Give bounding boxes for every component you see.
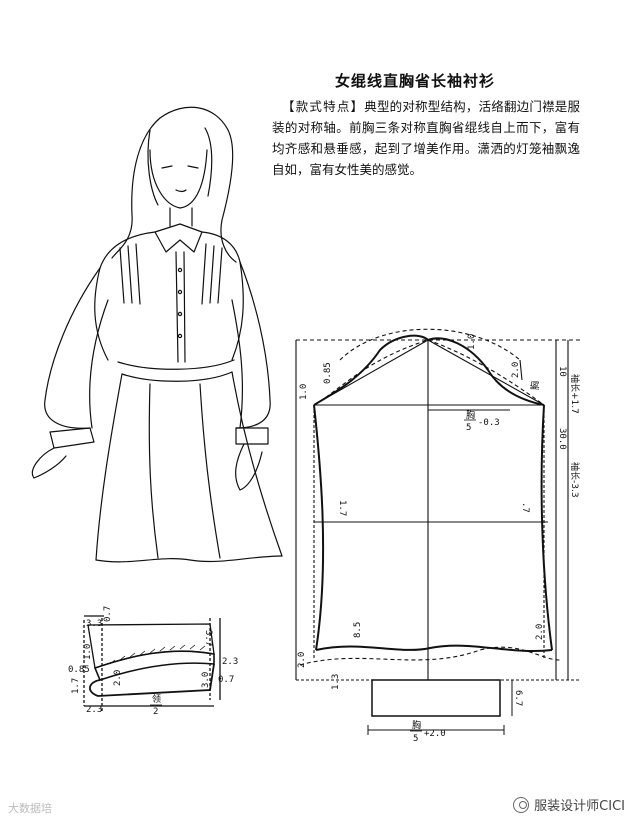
label-collar-neck-den: 2 <box>153 707 158 717</box>
label-hem-left: 2.0 <box>297 652 307 668</box>
label-collar-neck: 领 <box>152 693 161 705</box>
style-description: 【款式特点】典型的对称型结构，活络翻边门襟是服装的对称轴。前胸三条对称直胸省绲线… <box>272 96 580 180</box>
label-collar-mid: 2.0 <box>113 670 123 686</box>
label-collar-right-30: 3.0 <box>201 672 211 688</box>
label-cap-right: 1.0 <box>467 334 477 350</box>
label-cuff-height: 6.7 <box>513 690 523 706</box>
label-cap-side-right: 2.0 <box>511 362 521 378</box>
label-length-30: 30.0 <box>557 428 567 450</box>
page-title: 女绲线直胸省长袖衬衫 <box>334 72 495 90</box>
label-collar-left-dim: 1.0 <box>83 644 93 660</box>
label-sleeve-length: 袖长-3.3 <box>569 462 581 498</box>
label-cap-height-2: 10 <box>557 366 567 377</box>
description-text: 典型的对称型结构，活络翻边门襟是服装的对称轴。前胸三条对称直胸省绲线自上而下，富… <box>272 99 580 177</box>
label-collar-right-23: 2.3 <box>222 657 238 667</box>
watermark-brand: 服装设计师CICI <box>534 799 625 814</box>
label-cap-height: 袖长+1.7 <box>569 374 581 414</box>
label-width-den: 5 <box>466 423 471 433</box>
label-cap-side-left: 1.0 <box>299 384 309 400</box>
watermark: 服装设计师CICI <box>513 795 625 814</box>
label-side-left: 1.7 <box>337 500 347 516</box>
label-cuff-width-adj: +2.0 <box>424 729 446 739</box>
watermark-left: 大数据培 <box>8 802 52 815</box>
label-width-adj: -0.3 <box>478 418 500 428</box>
label-collar-left-085: 0.85 <box>68 665 90 675</box>
label-collar-bottom-17: 1.7 <box>71 678 81 694</box>
label-cuff-width-main: 胸 <box>412 719 421 731</box>
label-collar-top-right: 0.7 <box>103 606 113 622</box>
label-armhole: 胸 <box>529 381 541 390</box>
label-collar-right-height: 3.7 <box>203 630 213 646</box>
label-cap-left: 0.85 <box>323 362 333 384</box>
label-hem-8-5: 8.5 <box>353 622 363 638</box>
label-hem-right: 2.0 <box>535 624 545 640</box>
description-tag: 【款式特点】 <box>282 99 365 114</box>
label-collar-top-left: 3.3 <box>86 619 102 629</box>
wechat-icon <box>513 796 530 813</box>
label-collar-right-07: 0.7 <box>218 675 234 685</box>
label-side-right: .7 <box>520 502 530 513</box>
label-collar-bottom-23: 2.3 <box>86 705 102 715</box>
label-cuff-width-den: 5 <box>413 734 418 744</box>
label-hem-offset: 1.3 <box>331 674 341 690</box>
label-width-main: 胸 <box>466 409 475 421</box>
